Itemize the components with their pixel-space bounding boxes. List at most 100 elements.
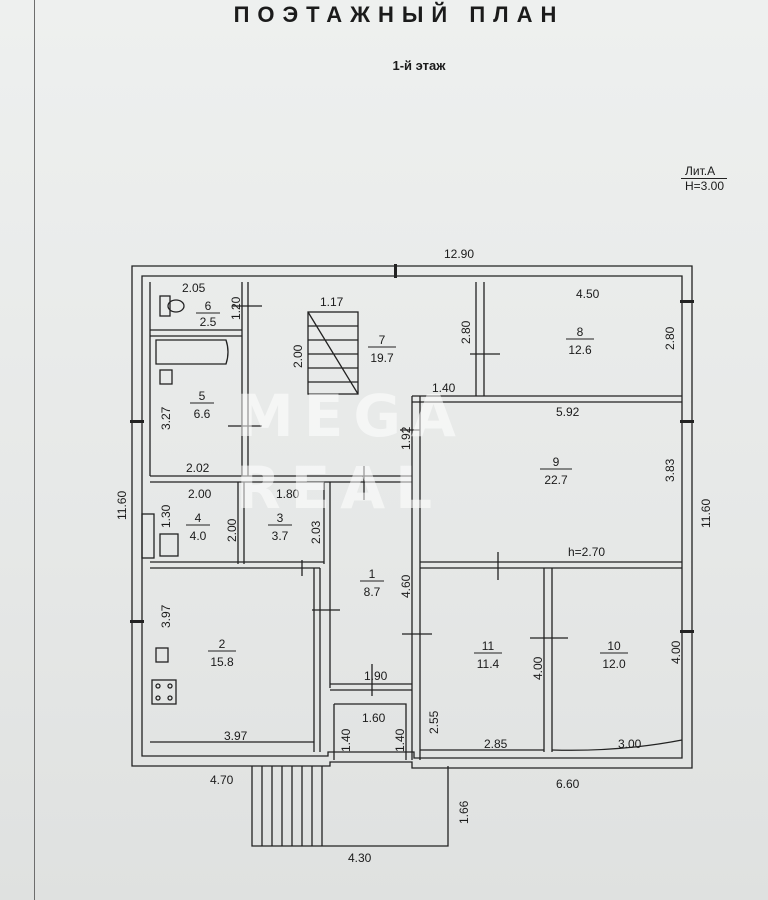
dim-r8-top: 4.50 (576, 287, 600, 301)
watermark-line-1: MEGA (236, 382, 466, 450)
dim-r4-right: 2.00 (225, 518, 239, 542)
door-marks (228, 305, 568, 696)
wall-r8-bottom (412, 395, 682, 403)
dim-porch-width: 4.30 (348, 851, 372, 865)
wall-r9-bottom (420, 561, 682, 569)
wall-r7-right (475, 282, 485, 396)
svg-text:6.6: 6.6 (194, 407, 211, 421)
floor-label: 1-й этаж (392, 58, 446, 73)
room-labels: 62.5 719.7 812.6 56.6 922.7 44.0 33.7 18… (186, 299, 628, 671)
bathtub (155, 339, 229, 365)
dim-r9-ceiling: h=2.70 (568, 545, 605, 559)
dim-r3-top: 1.80 (276, 487, 300, 501)
svg-text:15.8: 15.8 (210, 655, 234, 669)
dim-r7-left: 2.00 (291, 344, 305, 368)
dim-r9-right: 3.83 (663, 458, 677, 482)
room-5-label: 56.6 (190, 389, 214, 421)
dim-r1-right: 4.60 (399, 574, 413, 598)
dim-r9-top: 5.92 (556, 405, 580, 419)
wall-mid-horizontal (150, 475, 412, 483)
wall-r4-bottom (150, 561, 324, 569)
stove-burner-3 (155, 695, 161, 701)
window-marks (130, 264, 694, 633)
building-letter-block: Лит.А H=3.00 (681, 164, 727, 193)
dim-overall-left: 11.60 (115, 491, 129, 520)
stove (151, 679, 177, 705)
svg-text:7: 7 (379, 333, 386, 347)
room-6-label: 62.5 (196, 299, 220, 329)
dim-r7-right: 2.80 (459, 320, 473, 344)
room-1-label: 18.7 (360, 567, 384, 599)
room-4-label: 44.0 (186, 511, 210, 543)
stove-burner-2 (167, 683, 173, 689)
dim-r2-left: 3.97 (159, 604, 173, 628)
svg-text:3: 3 (277, 511, 284, 525)
svg-text:8: 8 (577, 325, 584, 339)
dim-overall-top: 12.90 (444, 247, 474, 261)
svg-text:1: 1 (369, 567, 376, 581)
staircase-treads (307, 311, 359, 395)
room-2-label: 215.8 (208, 637, 236, 669)
wall-r6-bottom (150, 329, 242, 337)
room-10-label: 10 12.0 (600, 639, 628, 671)
dim-r9-left: 1.92 (399, 426, 413, 450)
dim-r5-left: 3.27 (159, 406, 173, 430)
svg-text:11: 11 (482, 639, 495, 653)
svg-text:4.0: 4.0 (190, 529, 207, 543)
dim-porch-depth: 1.66 (457, 800, 471, 824)
watermark: MEGA REAL (236, 380, 536, 524)
svg-text:5: 5 (199, 389, 206, 403)
dim-r6-height: 1.20 (229, 296, 243, 320)
dim-bottom-right: 6.60 (556, 777, 580, 791)
dim-r11-left: 2.55 (427, 710, 441, 734)
watermark-line-2: REAL (236, 454, 443, 522)
svg-text:4: 4 (195, 511, 202, 525)
svg-text:11.4: 11.4 (477, 657, 500, 671)
margin-line (34, 0, 35, 900)
svg-text:3.7: 3.7 (272, 529, 289, 543)
dim-r3-right: 2.03 (309, 520, 323, 544)
dim-overall-right: 11.60 (699, 499, 713, 528)
svg-text:12.0: 12.0 (602, 657, 626, 671)
svg-text:19.7: 19.7 (370, 351, 394, 365)
room-3-label: 33.7 (268, 511, 292, 543)
wall-r2-right (313, 568, 321, 752)
building-letter: Лит.А (685, 164, 716, 178)
svg-text:22.7: 22.7 (544, 473, 568, 487)
dim-r7-bottom: 1.40 (432, 381, 456, 395)
svg-text:6: 6 (205, 299, 212, 313)
sink-r4 (159, 533, 179, 557)
building-letter-rule (681, 178, 727, 179)
room-9-label: 922.7 (540, 455, 572, 487)
dim-vestibule-left: 1.40 (339, 728, 353, 752)
svg-text:10: 10 (607, 639, 621, 653)
dim-r11-right: 4.00 (531, 656, 545, 680)
svg-text:12.6: 12.6 (568, 343, 592, 357)
svg-text:9: 9 (553, 455, 560, 469)
dim-r11-bottom: 2.85 (484, 737, 508, 751)
wall-r4-right (237, 482, 245, 564)
dim-r1-bottom: 1.90 (364, 669, 388, 683)
wall-r9-left (411, 396, 421, 760)
dim-r7-top: 1.17 (320, 295, 344, 309)
outer-wall-outer (131, 265, 693, 769)
boiler (141, 513, 155, 559)
svg-text:2.5: 2.5 (200, 315, 217, 329)
wall-r1-bottom (330, 683, 412, 691)
dim-vestibule-right: 1.40 (393, 728, 407, 752)
dim-bottom-left: 4.70 (210, 773, 234, 787)
svg-text:2: 2 (219, 637, 226, 651)
dim-r4-left: 1.30 (159, 504, 173, 528)
washbasin-r2 (155, 647, 169, 663)
dim-r5-bottom: 2.02 (186, 461, 210, 475)
wall-vestibule (333, 703, 407, 760)
porch-outline (251, 766, 449, 847)
plan-title: ПОЭТАЖНЫЙ ПЛАН (233, 2, 565, 27)
room-11-label: 11 11.4 (474, 639, 502, 671)
washbasin (159, 369, 173, 385)
ceiling-height: H=3.00 (685, 179, 725, 193)
porch-steps (261, 766, 323, 846)
